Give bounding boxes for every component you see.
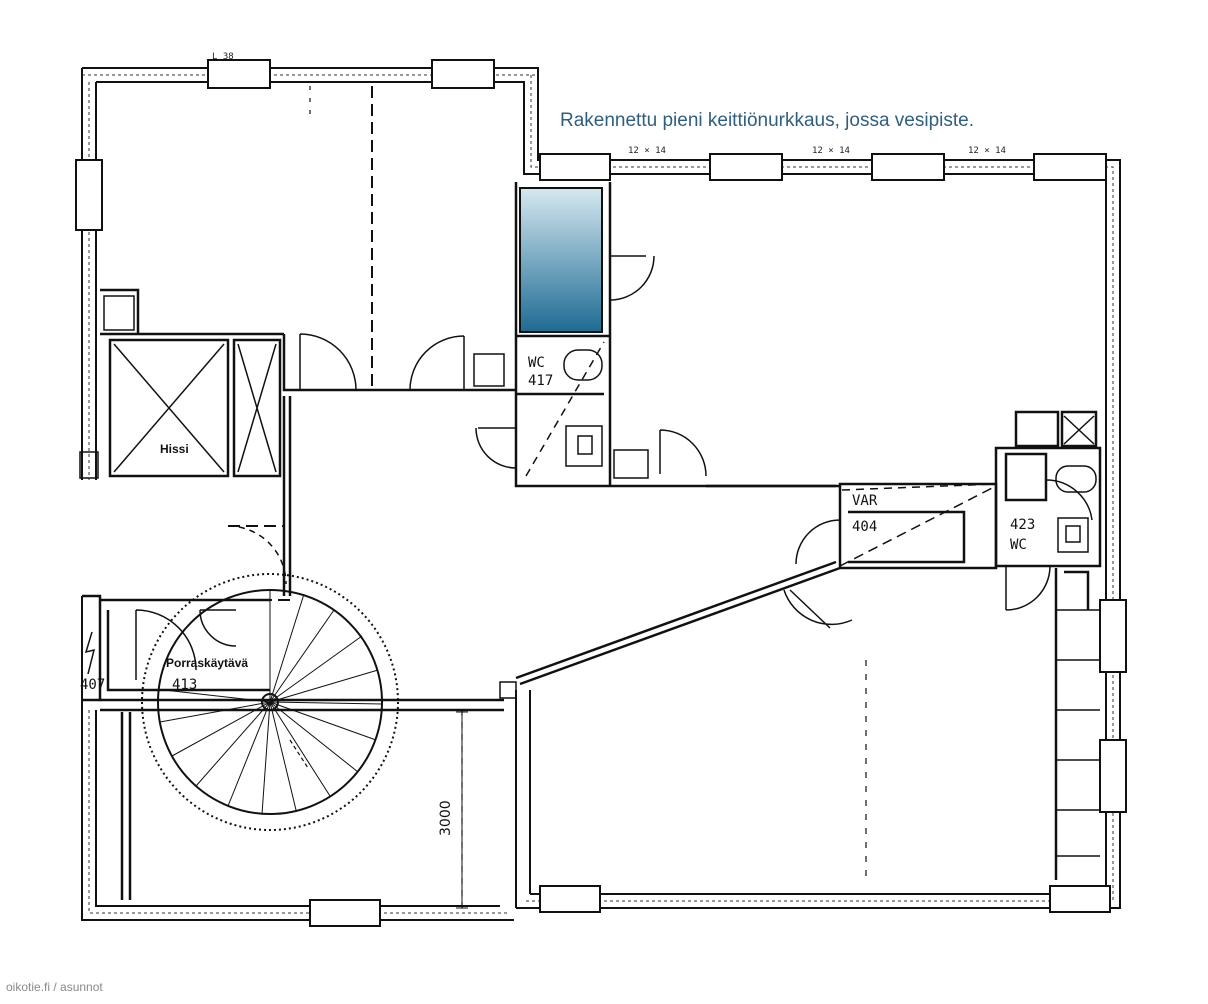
label-room-407: 407 xyxy=(80,677,106,693)
label-hissi: Hissi xyxy=(160,442,189,456)
dim-window-c: 12 × 14 xyxy=(968,146,1006,156)
source-credit: oikotie.fi / asunnot xyxy=(6,980,103,994)
label-stairwell: Porraskäytävä xyxy=(166,656,249,670)
label-wc-417-number: 417 xyxy=(528,373,554,389)
label-stairwell-number: 413 xyxy=(172,677,198,693)
dim-top-left: L 38 xyxy=(212,52,234,62)
interior-walls xyxy=(82,182,1102,900)
dim-window-a: 12 × 14 xyxy=(628,146,666,156)
height-dimension: 3000 xyxy=(438,800,454,836)
electric-symbol xyxy=(84,631,96,675)
fixtures xyxy=(79,295,1097,699)
label-wc-423: WC xyxy=(1010,537,1027,553)
label-wc-423-number: 423 xyxy=(1010,517,1036,533)
kitchen-nook xyxy=(519,187,603,333)
height-dimension-line xyxy=(456,711,468,909)
spiral-staircase xyxy=(141,573,399,831)
door-swings xyxy=(135,255,1093,680)
label-wc-417: WC xyxy=(528,355,545,371)
wall-hatching xyxy=(82,74,1114,914)
label-var: VAR xyxy=(852,493,878,509)
windows xyxy=(75,59,1127,927)
dim-window-b: 12 × 14 xyxy=(812,146,850,156)
label-var-number: 404 xyxy=(852,519,878,535)
annotation-text: Rakennettu pieni keittiönurkkaus, jossa … xyxy=(560,110,975,131)
elevator-cross xyxy=(113,343,1095,473)
